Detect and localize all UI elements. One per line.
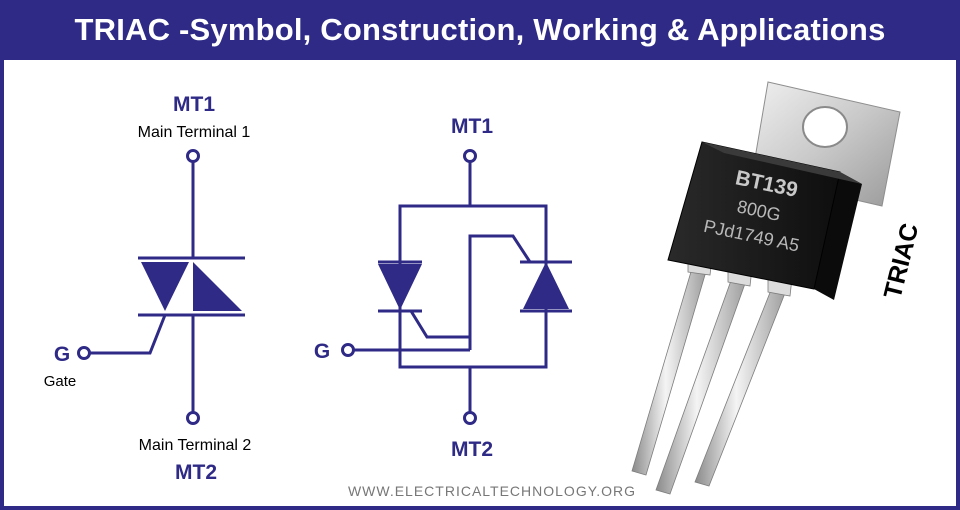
symbol-gate-desc: Gate bbox=[44, 373, 77, 390]
package-body-side bbox=[814, 172, 862, 300]
symbol-mt2-terminal bbox=[186, 411, 200, 425]
symbol-gate-label: G bbox=[54, 343, 70, 366]
equiv-left-gate-link bbox=[409, 310, 470, 339]
symbol-mt1-desc: Main Terminal 1 bbox=[138, 124, 251, 141]
symbol-diode-down bbox=[141, 262, 189, 311]
package-side-label: TRIAC bbox=[879, 221, 925, 302]
equiv-mt2-terminal bbox=[463, 411, 477, 425]
package-mounting-hole bbox=[802, 106, 848, 148]
package-body-top bbox=[702, 142, 862, 184]
symbol-gate-wire bbox=[90, 314, 167, 355]
equivalent-circuit bbox=[341, 149, 572, 425]
symbol-mt2-label: MT2 bbox=[175, 461, 217, 484]
equiv-gate-label: G bbox=[314, 340, 330, 363]
equiv-left-diode bbox=[378, 264, 422, 310]
equiv-right-gate-link bbox=[468, 234, 532, 350]
symbol-mt2-desc: Main Terminal 2 bbox=[139, 437, 252, 454]
equiv-gate-terminal bbox=[341, 343, 355, 357]
symbol-mt1-terminal bbox=[186, 149, 200, 163]
watermark: WWW.ELECTRICALTECHNOLOGY.ORG bbox=[348, 483, 636, 499]
package-lead-left bbox=[631, 264, 708, 476]
equiv-right-diode bbox=[523, 262, 569, 309]
equiv-mt1-terminal bbox=[463, 149, 477, 163]
page-title: TRIAC -Symbol, Construction, Working & A… bbox=[74, 12, 886, 47]
equiv-mt2-label: MT2 bbox=[451, 438, 493, 461]
symbol-mt1-label: MT1 bbox=[173, 93, 215, 116]
symbol-gate-terminal bbox=[77, 346, 91, 360]
triac-symbol bbox=[77, 149, 245, 425]
equiv-outer-loop bbox=[398, 204, 548, 369]
equiv-mt1-label: MT1 bbox=[451, 115, 493, 138]
triac-package-illustration: BT139 800G PJd1749 A5 bbox=[631, 81, 901, 495]
symbol-diode-up bbox=[193, 262, 242, 311]
